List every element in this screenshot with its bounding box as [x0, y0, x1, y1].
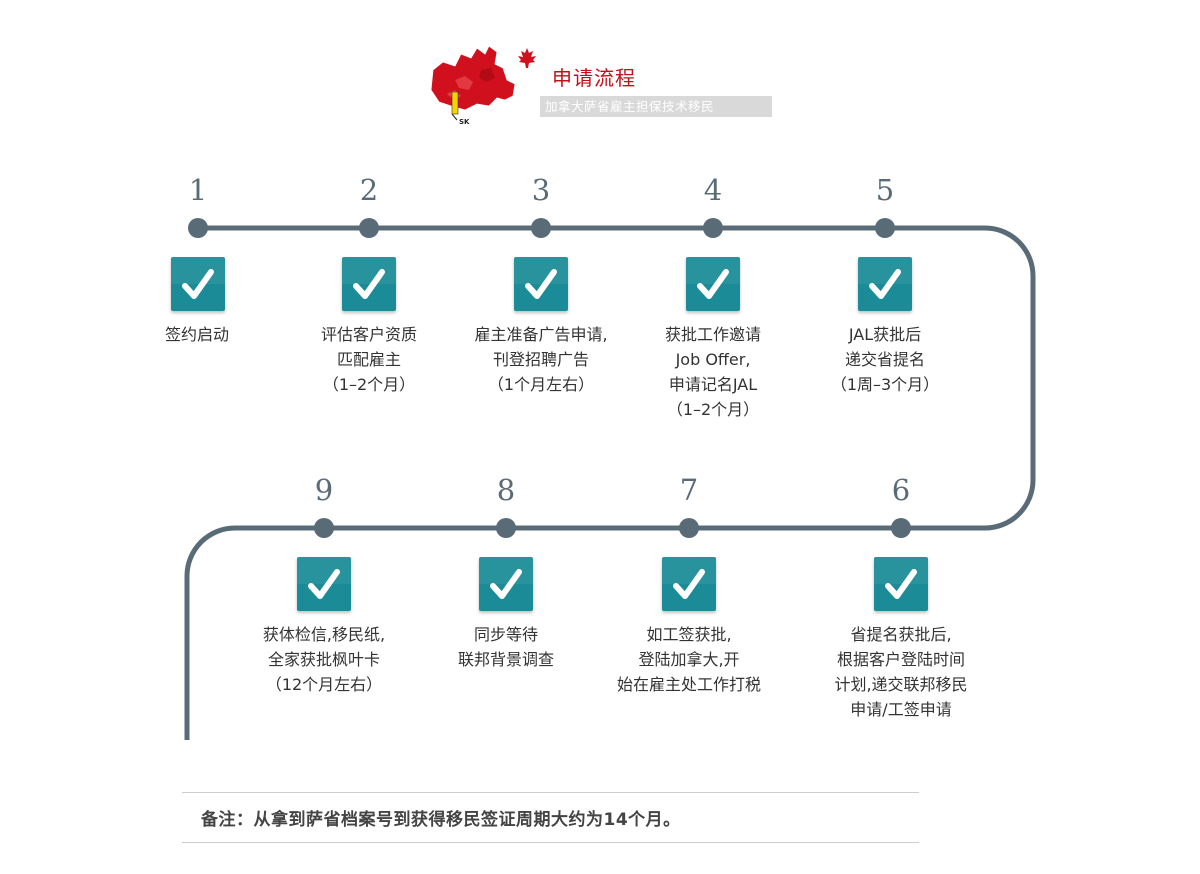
step-5-line-1: JAL获批后 — [848, 325, 922, 344]
step-3-number: 3 — [531, 173, 551, 207]
step-5-check-icon — [858, 257, 912, 311]
note-top-rule — [182, 792, 919, 793]
step-4-node — [703, 218, 723, 238]
step-1-line-1: 签约启动 — [164, 325, 229, 344]
step-8-line-2: 联邦背景调查 — [457, 650, 554, 669]
step-7-node — [679, 518, 699, 538]
step-1-number: 1 — [188, 173, 208, 207]
note-text: 备注：从拿到萨省档案号到获得移民签证周期大约为14个月。 — [201, 810, 681, 830]
step-6-line-2: 根据客户登陆时间 — [836, 650, 965, 669]
step-5-description: JAL获批后递交省提名 （1周–3个月） — [785, 322, 985, 397]
step-9-line-2: 全家获批枫叶卡 — [267, 650, 380, 669]
step-7-line-2: 登陆加拿大,开 — [638, 650, 740, 669]
canada-map-icon: SK — [430, 45, 536, 126]
step-4-line-1: 获批工作邀请 — [664, 325, 761, 344]
step-4-line-3: 申请记名JAL — [668, 375, 758, 394]
step-1-description: 签约启动 — [97, 322, 297, 347]
path-line — [184, 225, 1036, 740]
step-9-check-icon — [297, 557, 351, 611]
step-2-line-2: 匹配雇主 — [336, 350, 401, 369]
step-1-check-icon — [171, 257, 225, 311]
step-9-node — [314, 518, 334, 538]
map-label: SK — [459, 118, 470, 126]
step-6-description: 省提名获批后, 根据客户登陆时间计划,递交联邦移民申请/工签申请 — [801, 622, 1001, 722]
step-6-line-1: 省提名获批后, — [850, 625, 952, 644]
step-4-number: 4 — [703, 173, 723, 207]
step-5-number: 5 — [875, 173, 895, 207]
step-6-number: 6 — [891, 473, 911, 507]
step-7-check-icon — [662, 557, 716, 611]
step-7-description: 如工签获批, 登陆加拿大,开始在雇主处工作打税 — [589, 622, 789, 697]
step-4-check-icon — [686, 257, 740, 311]
step-2-node — [359, 218, 379, 238]
step-2-description: 评估客户资质匹配雇主 （1–2个月） — [269, 322, 469, 397]
step-3-line-3: （1个月左右） — [487, 375, 595, 394]
step-5-node — [875, 218, 895, 238]
step-9-description: 获体检信,移民纸, 全家获批枫叶卡 （12个月左右） — [224, 622, 424, 697]
step-8-node — [496, 518, 516, 538]
step-8-description: 同步等待联邦背景调查 — [406, 622, 606, 672]
step-7-line-3: 始在雇主处工作打税 — [616, 675, 761, 694]
step-9-number: 9 — [314, 473, 334, 507]
step-1-node — [188, 218, 208, 238]
header-title: 申请流程 — [552, 66, 636, 90]
step-4-description: 获批工作邀请 Job Offer, 申请记名JAL （1–2个月） — [613, 322, 813, 422]
step-4-line-4: （1–2个月） — [666, 400, 760, 419]
step-6-line-4: 申请/工签申请 — [850, 700, 952, 719]
step-3-node — [531, 218, 551, 238]
step-9-line-1: 获体检信,移民纸, — [262, 625, 386, 644]
step-5-line-2: 递交省提名 — [844, 350, 925, 369]
step-7-line-1: 如工签获批, — [646, 625, 732, 644]
step-8-check-icon — [479, 557, 533, 611]
note-bottom-rule — [182, 842, 919, 843]
step-3-line-2: 刊登招聘广告 — [492, 350, 589, 369]
step-3-check-icon — [514, 257, 568, 311]
step-8-line-1: 同步等待 — [473, 625, 538, 644]
step-5-line-3: （1周–3个月） — [830, 375, 940, 394]
step-2-check-icon — [342, 257, 396, 311]
step-6-node — [891, 518, 911, 538]
step-8-number: 8 — [496, 473, 516, 507]
step-6-check-icon — [874, 557, 928, 611]
step-7-number: 7 — [679, 473, 699, 507]
header-subtitle: 加拿大萨省雇主担保技术移民 — [540, 96, 772, 117]
step-2-line-1: 评估客户资质 — [320, 325, 417, 344]
step-4-line-2: Job Offer, — [675, 350, 751, 369]
step-9-line-3: （12个月左右） — [265, 675, 383, 694]
step-2-number: 2 — [359, 173, 379, 207]
step-2-line-3: （1–2个月） — [322, 375, 416, 394]
step-3-line-1: 雇主准备广告申请, — [474, 325, 608, 344]
step-3-description: 雇主准备广告申请, 刊登招聘广告 （1个月左右） — [441, 322, 641, 397]
step-6-line-3: 计划,递交联邦移民 — [834, 675, 968, 694]
